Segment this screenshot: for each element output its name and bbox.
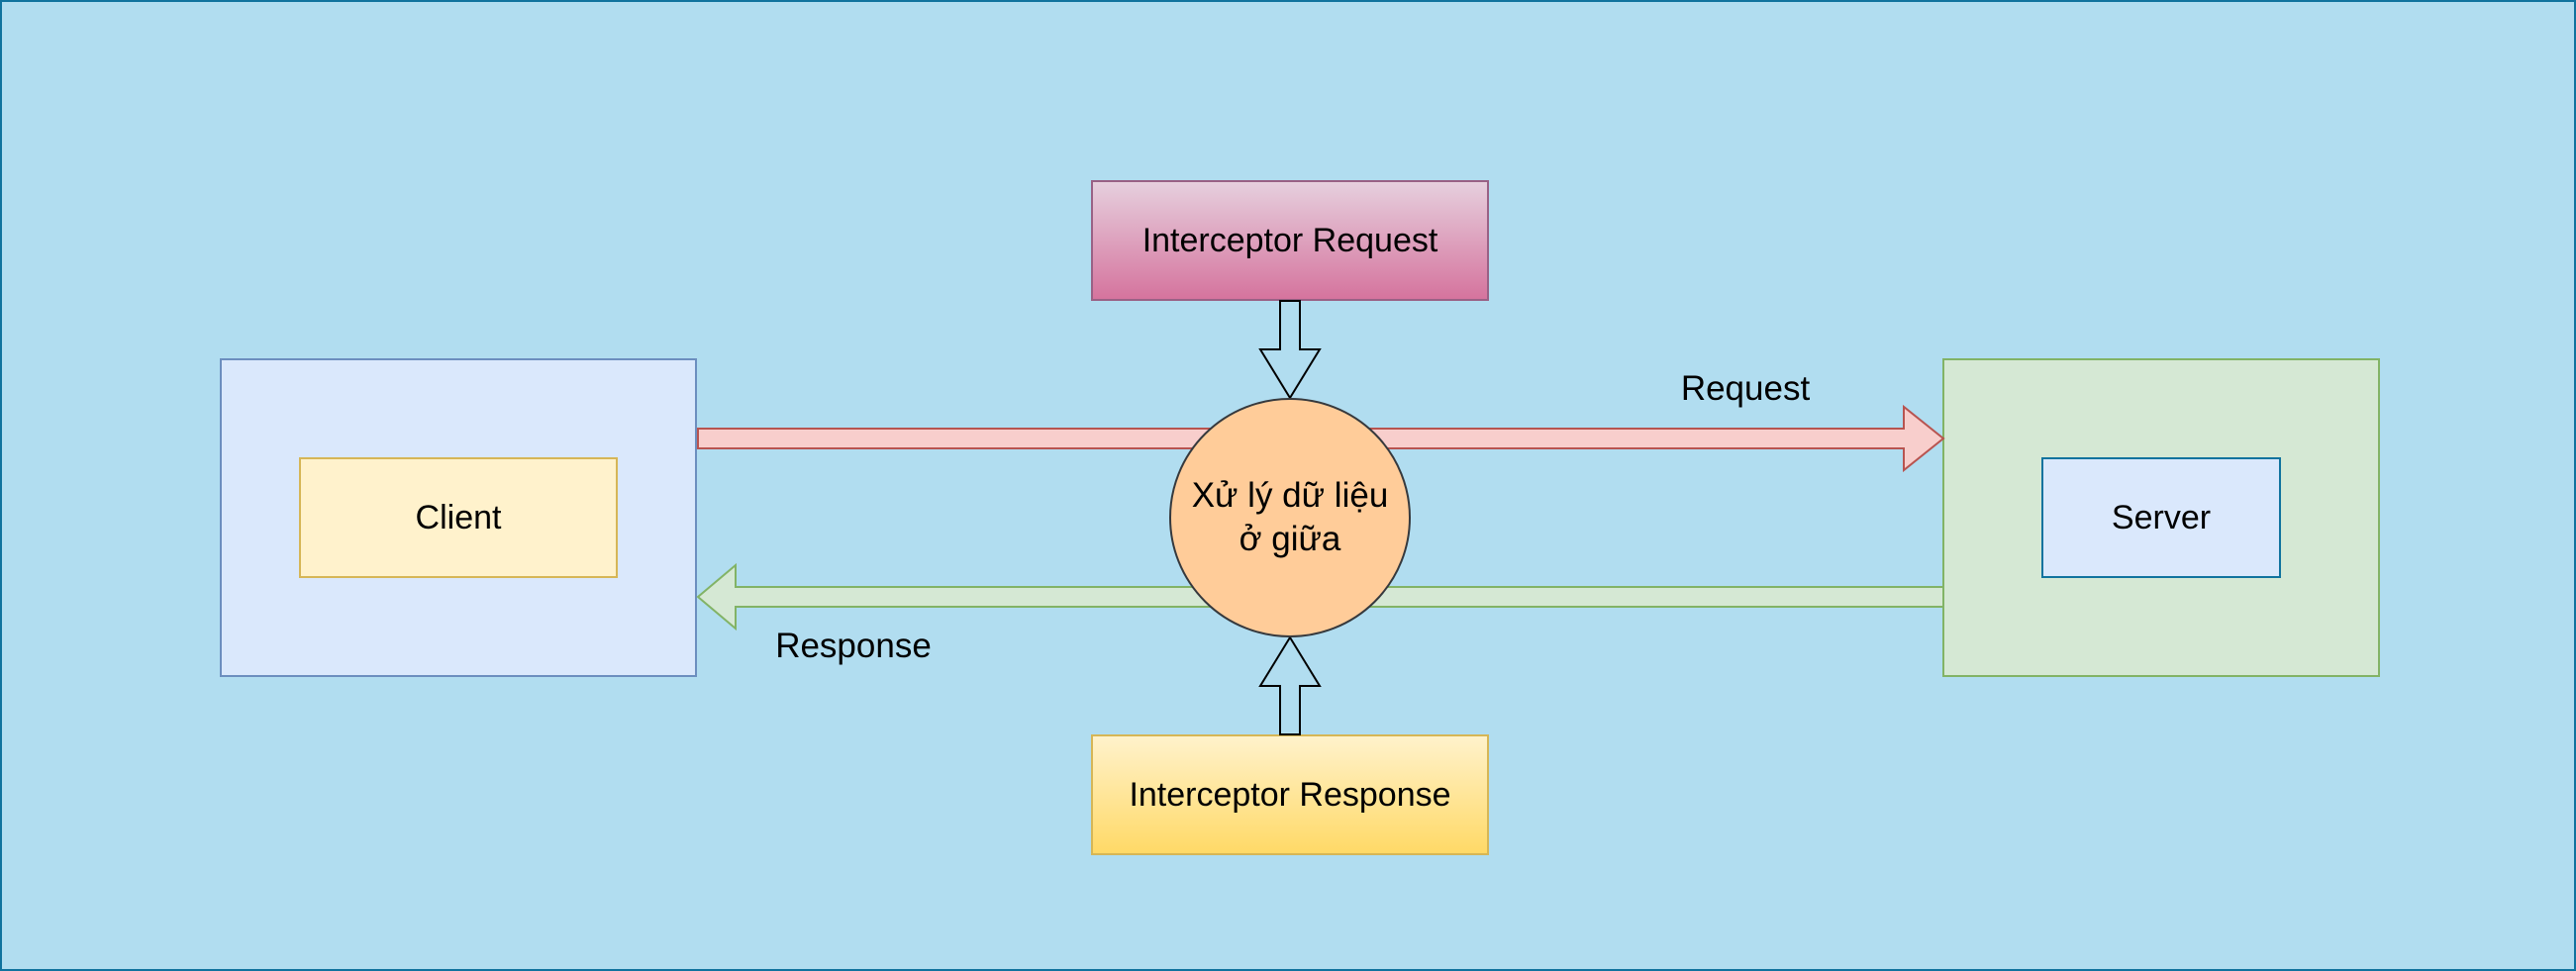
processor-circle[interactable] <box>1169 398 1411 637</box>
interceptor-response-box[interactable] <box>1091 734 1489 855</box>
request-edge-label: Request <box>1680 369 1811 408</box>
client-box[interactable] <box>299 457 618 578</box>
server-box[interactable] <box>2041 457 2281 578</box>
processor-label: Xử lý dữ liệu ở giữa <box>1191 476 1389 558</box>
interceptor-response-up-arrow <box>1258 635 1322 735</box>
client-label: Client <box>415 498 502 536</box>
interceptor-request-label: Interceptor Request <box>1141 221 1438 259</box>
response-edge-label: Response <box>775 627 932 665</box>
interceptor-request-down-arrow <box>1258 300 1322 400</box>
server-label: Server <box>2111 498 2212 536</box>
interceptor-response-label: Interceptor Response <box>1129 775 1451 814</box>
